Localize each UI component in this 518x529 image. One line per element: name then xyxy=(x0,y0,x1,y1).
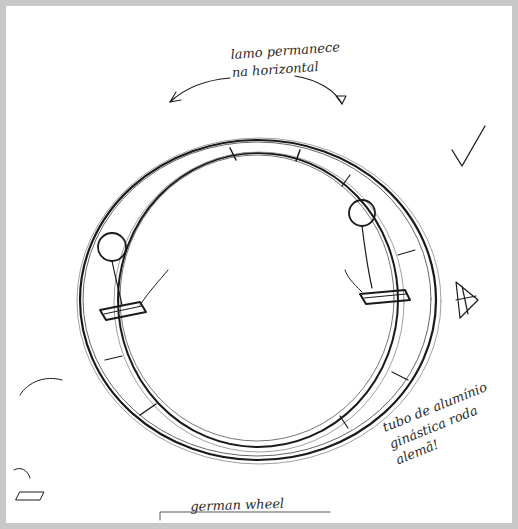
handwritten-note: lamo permanece na horizontal xyxy=(230,38,342,81)
